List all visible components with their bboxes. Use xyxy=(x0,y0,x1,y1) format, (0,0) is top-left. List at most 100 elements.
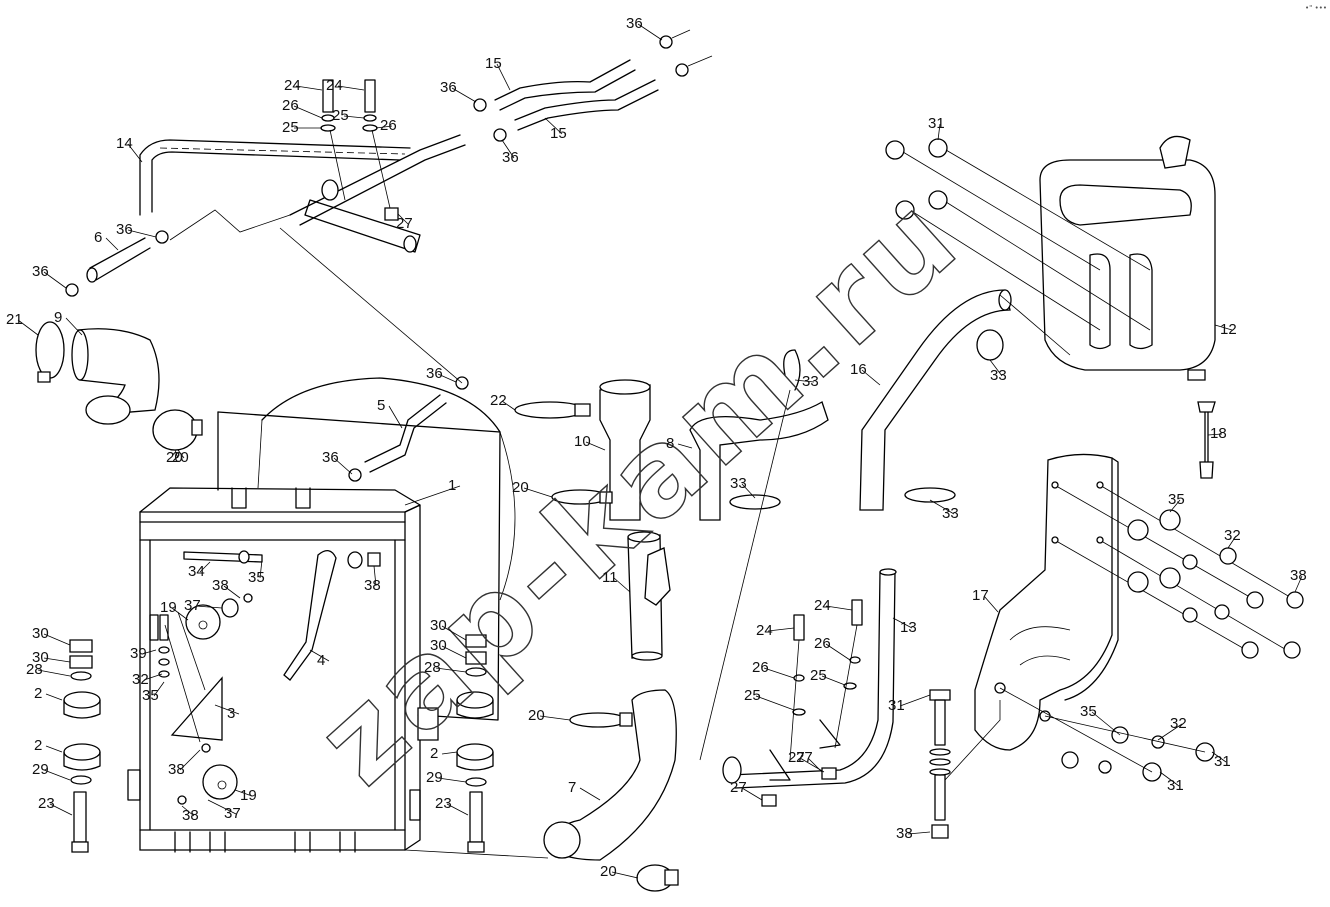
callout-leader xyxy=(446,803,469,816)
callout-number: 17 xyxy=(972,587,989,604)
callout-number: 20 xyxy=(528,707,545,724)
callout-number: 29 xyxy=(426,769,443,786)
callout-leader xyxy=(763,667,795,679)
callout-number: 30 xyxy=(430,617,447,634)
callout-leader xyxy=(544,117,563,135)
callout-leader xyxy=(821,675,846,686)
callout-number: 16 xyxy=(850,361,867,378)
callout-leader xyxy=(1294,575,1303,593)
callout-leader xyxy=(174,449,179,459)
callout-number: 24 xyxy=(326,77,343,94)
callout-leader xyxy=(45,745,63,753)
callout-number: 38 xyxy=(896,825,913,842)
callout-number: 24 xyxy=(284,77,301,94)
callout-leader xyxy=(141,649,157,655)
callout-leader xyxy=(105,237,119,251)
callout-number: 11 xyxy=(602,569,618,586)
hoses-right xyxy=(722,135,1304,839)
callout-leader xyxy=(223,585,241,599)
callout-number: 24 xyxy=(756,622,773,639)
callout-leader xyxy=(177,449,185,459)
callout-number: 36 xyxy=(116,221,133,238)
callout-number: 32 xyxy=(1170,715,1187,732)
callout-leader xyxy=(397,213,409,225)
callout-number: 7 xyxy=(568,779,576,796)
callout-leader xyxy=(1214,324,1233,331)
callout-number: 2 xyxy=(34,737,42,754)
callout-number: 25 xyxy=(810,667,827,684)
callout-leader xyxy=(496,63,511,91)
callout-number: 34 xyxy=(188,563,205,580)
callout-number: 38 xyxy=(1290,567,1307,584)
callout-number: 33 xyxy=(730,475,747,492)
callout-leader xyxy=(579,787,601,801)
callout-number: 9 xyxy=(54,309,62,326)
callout-number: 31 xyxy=(928,115,945,132)
callout-leader xyxy=(899,694,931,707)
callout-number: 25 xyxy=(332,107,349,124)
callout-leader xyxy=(677,443,693,449)
callout-number: 25 xyxy=(282,119,299,136)
callout-leader xyxy=(441,645,467,659)
callout-number: 35 xyxy=(1168,491,1185,508)
callout-number: 31 xyxy=(888,697,905,714)
callout-number: 26 xyxy=(814,635,831,652)
callout-leader xyxy=(825,643,851,661)
callout-leader xyxy=(153,681,165,697)
callout-number: 35 xyxy=(142,687,159,704)
callout-number: 19 xyxy=(240,787,257,804)
callout-number: 38 xyxy=(168,761,185,778)
callout-leader xyxy=(388,405,403,429)
callout-number: 20 xyxy=(166,449,183,466)
callout-leader xyxy=(234,789,253,797)
callout-leader xyxy=(1159,771,1180,787)
callout-leader xyxy=(741,483,756,499)
callout-leader xyxy=(45,693,63,701)
callout-leader xyxy=(1169,499,1181,513)
callout-number: 12 xyxy=(1220,321,1237,338)
callout-number: 37 xyxy=(224,805,241,822)
callout-leader xyxy=(807,757,823,773)
callout-leader xyxy=(523,487,553,498)
callout-leader xyxy=(501,400,516,411)
callout-number: 33 xyxy=(802,373,819,390)
callout-leader xyxy=(437,777,467,783)
callout-leader xyxy=(585,441,606,451)
callout-leader xyxy=(43,657,71,663)
callout-number: 33 xyxy=(990,367,1007,384)
callout-number: 13 xyxy=(900,619,917,636)
callout-leader xyxy=(637,23,663,41)
callout-leader xyxy=(179,749,201,771)
callout-leader xyxy=(1211,751,1227,763)
callout-number: 22 xyxy=(490,392,507,409)
callout-number: 38 xyxy=(364,577,381,594)
callout-number: 2 xyxy=(430,745,438,762)
callout-leader xyxy=(43,769,71,781)
callout-leader xyxy=(755,695,795,711)
callout-leader xyxy=(181,805,195,817)
callout-number: 36 xyxy=(440,79,457,96)
callout-number: 27 xyxy=(788,749,805,766)
callout-number: 38 xyxy=(212,577,229,594)
callout-number: 32 xyxy=(1224,527,1241,544)
callout-number: 35 xyxy=(248,569,265,586)
callout-leader xyxy=(741,787,763,801)
callout-leader xyxy=(295,85,323,91)
callout-leader xyxy=(794,379,815,383)
callout-number: 26 xyxy=(282,97,299,114)
callout-leader xyxy=(214,704,240,715)
callout-number: 30 xyxy=(32,625,49,642)
callout-leader xyxy=(293,105,323,119)
callout-leader xyxy=(907,831,931,835)
callout-leader xyxy=(1227,535,1237,549)
callout-number: 23 xyxy=(38,795,55,812)
callout-leader xyxy=(127,229,157,238)
callout-number: 21 xyxy=(6,311,23,328)
callout-number: 24 xyxy=(814,597,831,614)
callout-number: 1 xyxy=(448,477,456,494)
callout-leader xyxy=(441,625,467,641)
callout-leader xyxy=(613,577,631,593)
callout-number: 35 xyxy=(1080,703,1097,720)
hoses-left xyxy=(35,29,713,482)
